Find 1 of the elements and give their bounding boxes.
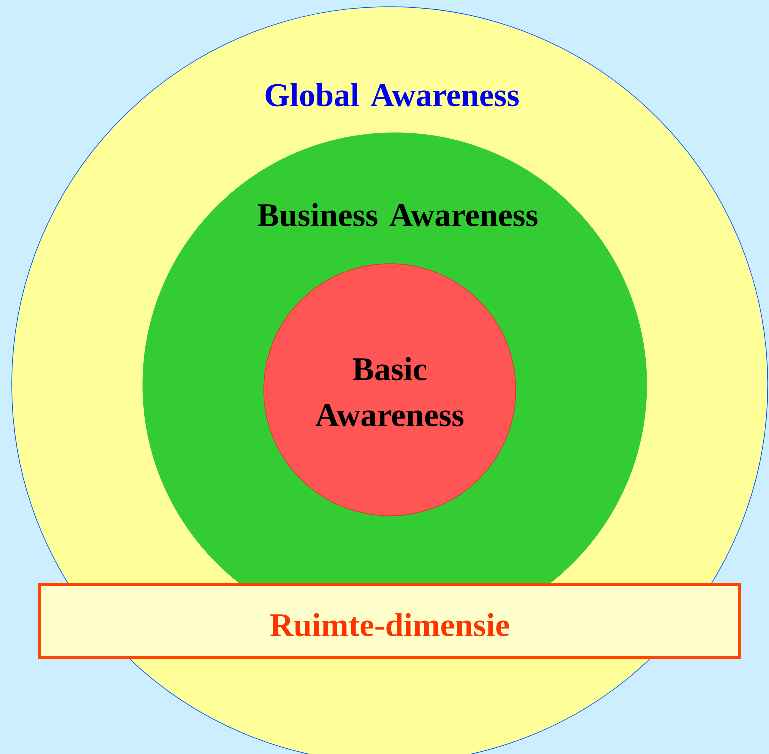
banner-box: Ruimte-dimensie	[38, 583, 742, 660]
